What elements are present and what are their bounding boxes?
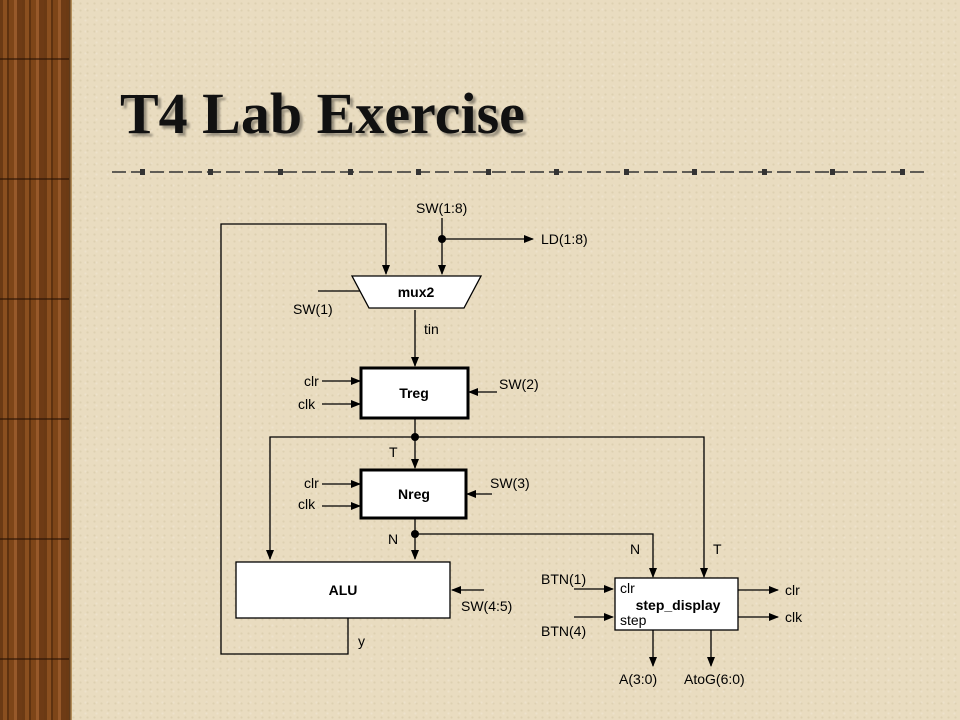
mux2-block: mux2 — [350, 275, 483, 309]
alu-block: ALU — [235, 561, 451, 619]
label-sw18: SW(1:8) — [416, 200, 467, 216]
wire-t-to-display — [415, 436, 708, 578]
label-nreg-clr: clr — [304, 475, 319, 491]
label-a30: A(3:0) — [619, 671, 657, 687]
nreg-label: Nreg — [398, 486, 430, 502]
label-n-display: N — [630, 541, 640, 557]
treg-label: Treg — [399, 385, 429, 401]
label-t-left: T — [389, 444, 398, 460]
label-out-clk: clk — [785, 609, 803, 625]
label-sw1: SW(1) — [293, 301, 333, 317]
treg-block: Treg — [359, 366, 470, 420]
step-display-block: step_display clr step — [614, 577, 739, 631]
label-tin: tin — [424, 321, 439, 337]
wire-feedback-loop — [220, 223, 390, 655]
label-n-left: N — [388, 531, 398, 547]
junction-t — [411, 433, 419, 441]
label-treg-clr: clr — [304, 373, 319, 389]
label-out-clr: clr — [785, 582, 800, 598]
label-ld18: LD(1:8) — [541, 231, 588, 247]
step-display-label: step_display — [636, 597, 721, 613]
wood-sidebar — [0, 0, 72, 720]
label-nreg-clk: clk — [298, 496, 316, 512]
label-treg-clk: clk — [298, 396, 316, 412]
label-btn1: BTN(1) — [541, 571, 586, 587]
label-y: y — [358, 633, 365, 649]
step-display-clr-pin: clr — [620, 580, 635, 596]
junction-n — [411, 530, 419, 538]
wire-n-to-display — [415, 533, 657, 578]
label-sw2: SW(2) — [499, 376, 539, 392]
junction-sw18 — [438, 235, 446, 243]
slide-title: T4 Lab Exercise — [120, 81, 525, 146]
label-atog60: AtoG(6:0) — [684, 671, 745, 687]
wire-t-to-alu — [266, 436, 415, 560]
step-display-step-pin: step — [620, 612, 647, 628]
nreg-block: Nreg — [359, 468, 468, 520]
title-divider — [112, 169, 928, 175]
label-sw45: SW(4:5) — [461, 598, 512, 614]
mux2-label: mux2 — [398, 284, 435, 300]
label-t-display: T — [713, 541, 722, 557]
alu-label: ALU — [329, 582, 358, 598]
label-sw3: SW(3) — [490, 475, 530, 491]
label-btn4: BTN(4) — [541, 623, 586, 639]
